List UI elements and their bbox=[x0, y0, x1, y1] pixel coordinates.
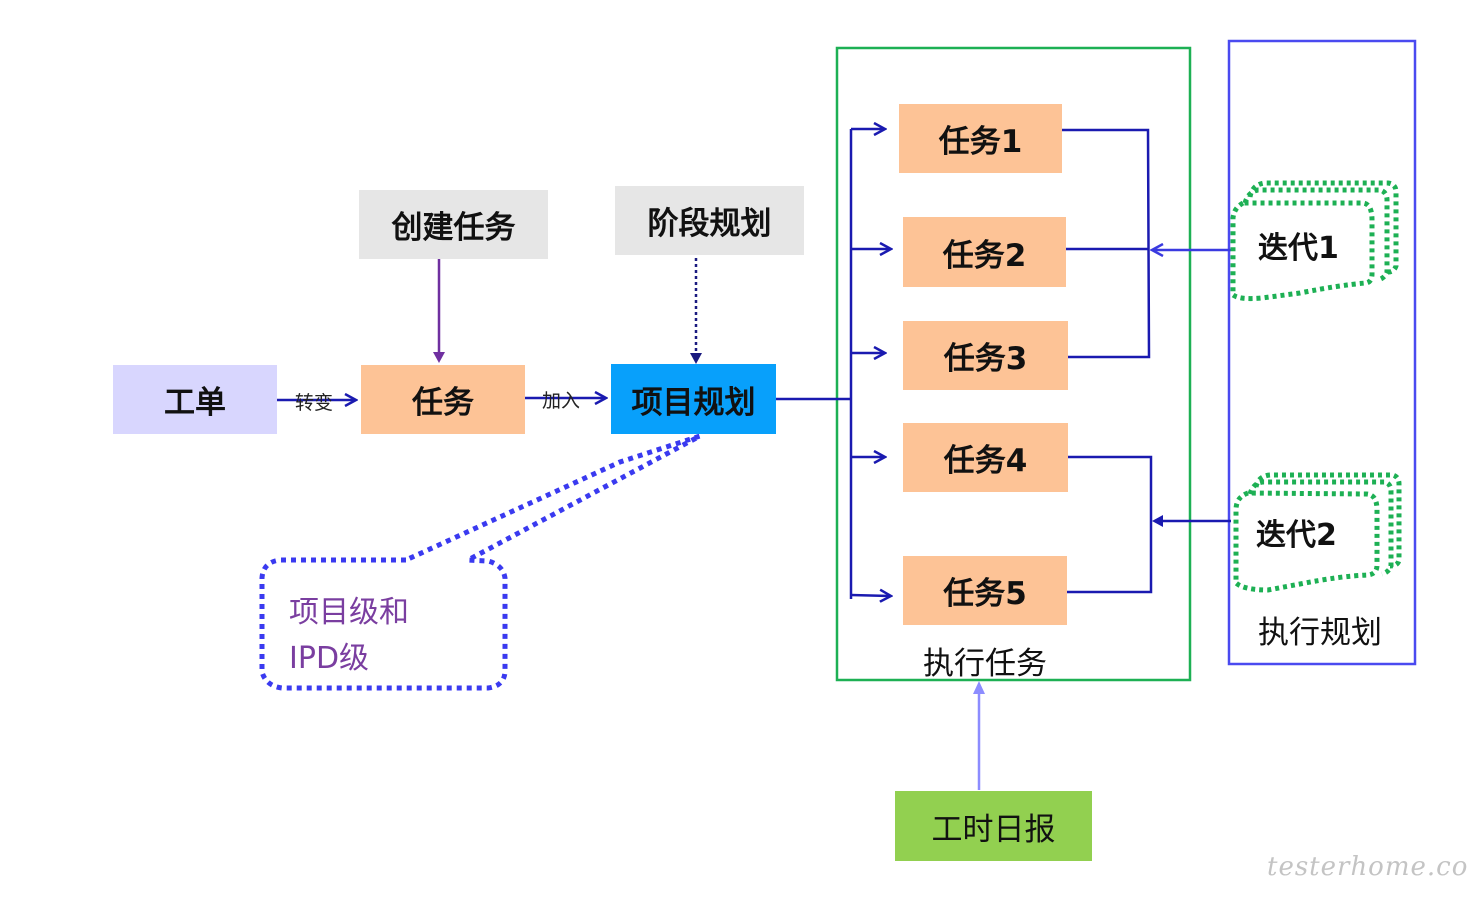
edge-label-convert: 转变 bbox=[295, 392, 334, 414]
node-stage-planning-label: 阶段规划 bbox=[647, 206, 772, 242]
arrowhead-timesheet bbox=[973, 681, 985, 694]
group-execute-tasks-frame bbox=[835, 46, 1192, 682]
node-task1-label: 任务1 bbox=[938, 124, 1023, 160]
note-line1: 项目级和 bbox=[289, 595, 409, 630]
node-project-planning-label: 项目规划 bbox=[631, 384, 756, 421]
node-iteration1[interactable]: 迭代1 bbox=[1258, 231, 1339, 266]
node-task-label: 任务 bbox=[412, 385, 474, 421]
node-project-planning[interactable]: 项目规划 bbox=[611, 364, 776, 434]
note-text: 项目级和 IPD级 bbox=[289, 590, 409, 682]
edge-task4-5-bracket bbox=[1067, 455, 1153, 594]
node-task1[interactable]: 任务1 bbox=[899, 104, 1062, 173]
group-execution-planning-label: 执行规划 bbox=[1258, 615, 1382, 651]
node-task3-label: 任务3 bbox=[943, 341, 1028, 377]
iteration1-outline bbox=[1230, 200, 1375, 302]
note-callout-outline bbox=[259, 433, 702, 691]
node-task4[interactable]: 任务4 bbox=[903, 423, 1068, 492]
node-work-order-label: 工单 bbox=[164, 385, 226, 421]
iteration2-shadow-outline bbox=[1253, 472, 1402, 569]
node-task5[interactable]: 任务5 bbox=[903, 556, 1067, 625]
edge-label-join: 加入 bbox=[542, 390, 581, 412]
arrowhead-stage-planning bbox=[690, 353, 702, 364]
arrowhead-iteration2 bbox=[1152, 515, 1163, 527]
node-task4-label: 任务4 bbox=[943, 443, 1028, 479]
edge-task1-bracket bbox=[1061, 128, 1151, 359]
node-create-task[interactable]: 创建任务 bbox=[359, 190, 548, 259]
node-task2-label: 任务2 bbox=[942, 237, 1027, 274]
edge-bus-to-task5 bbox=[850, 595, 891, 596]
watermark: testerhome.com bbox=[1267, 852, 1467, 882]
node-task3[interactable]: 任务3 bbox=[903, 321, 1068, 390]
node-daily-timesheet-label: 工时日报 bbox=[931, 811, 1056, 848]
group-execute-tasks-label: 执行任务 bbox=[923, 646, 1047, 682]
node-daily-timesheet[interactable]: 工时日报 bbox=[895, 791, 1092, 861]
group-execution-planning-frame bbox=[1227, 39, 1417, 666]
iteration1-shadow-outline-2 bbox=[1242, 187, 1390, 283]
node-task2[interactable]: 任务2 bbox=[903, 217, 1066, 287]
node-create-task-label: 创建任务 bbox=[391, 210, 516, 246]
node-stage-planning[interactable]: 阶段规划 bbox=[615, 186, 804, 255]
iteration1-shadow-outline bbox=[1247, 180, 1399, 275]
node-iteration2[interactable]: 迭代2 bbox=[1256, 518, 1337, 553]
node-task5-label: 任务5 bbox=[943, 576, 1027, 612]
node-task[interactable]: 任务 bbox=[361, 365, 525, 434]
note-line2: IPD级 bbox=[289, 641, 370, 676]
iteration2-shadow-outline-2 bbox=[1247, 479, 1394, 577]
arrowhead-create-task bbox=[433, 352, 445, 363]
node-work-order[interactable]: 工单 bbox=[113, 365, 277, 434]
